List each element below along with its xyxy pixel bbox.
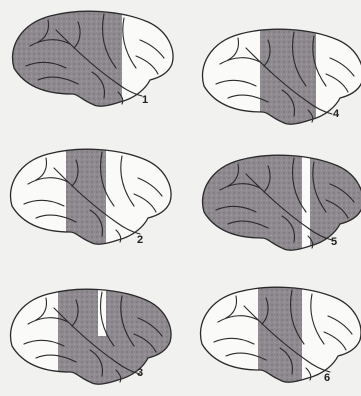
panel-label-6: 6 [324,372,330,384]
lesion-area-1 [8,8,122,118]
brain-panel-1 [8,8,173,118]
lesion-area-3 [58,286,176,391]
panel-label-1: 1 [142,94,148,106]
brain-panel-6 [201,284,361,391]
panel-label-2: 2 [137,234,143,246]
panel-label-5: 5 [331,236,337,248]
brain-panel-2 [11,146,172,256]
lesion-area-6 [258,284,302,391]
panel-label-4: 4 [333,108,339,120]
brain-panel-3 [11,286,177,391]
panel-label-3: 3 [137,367,143,379]
